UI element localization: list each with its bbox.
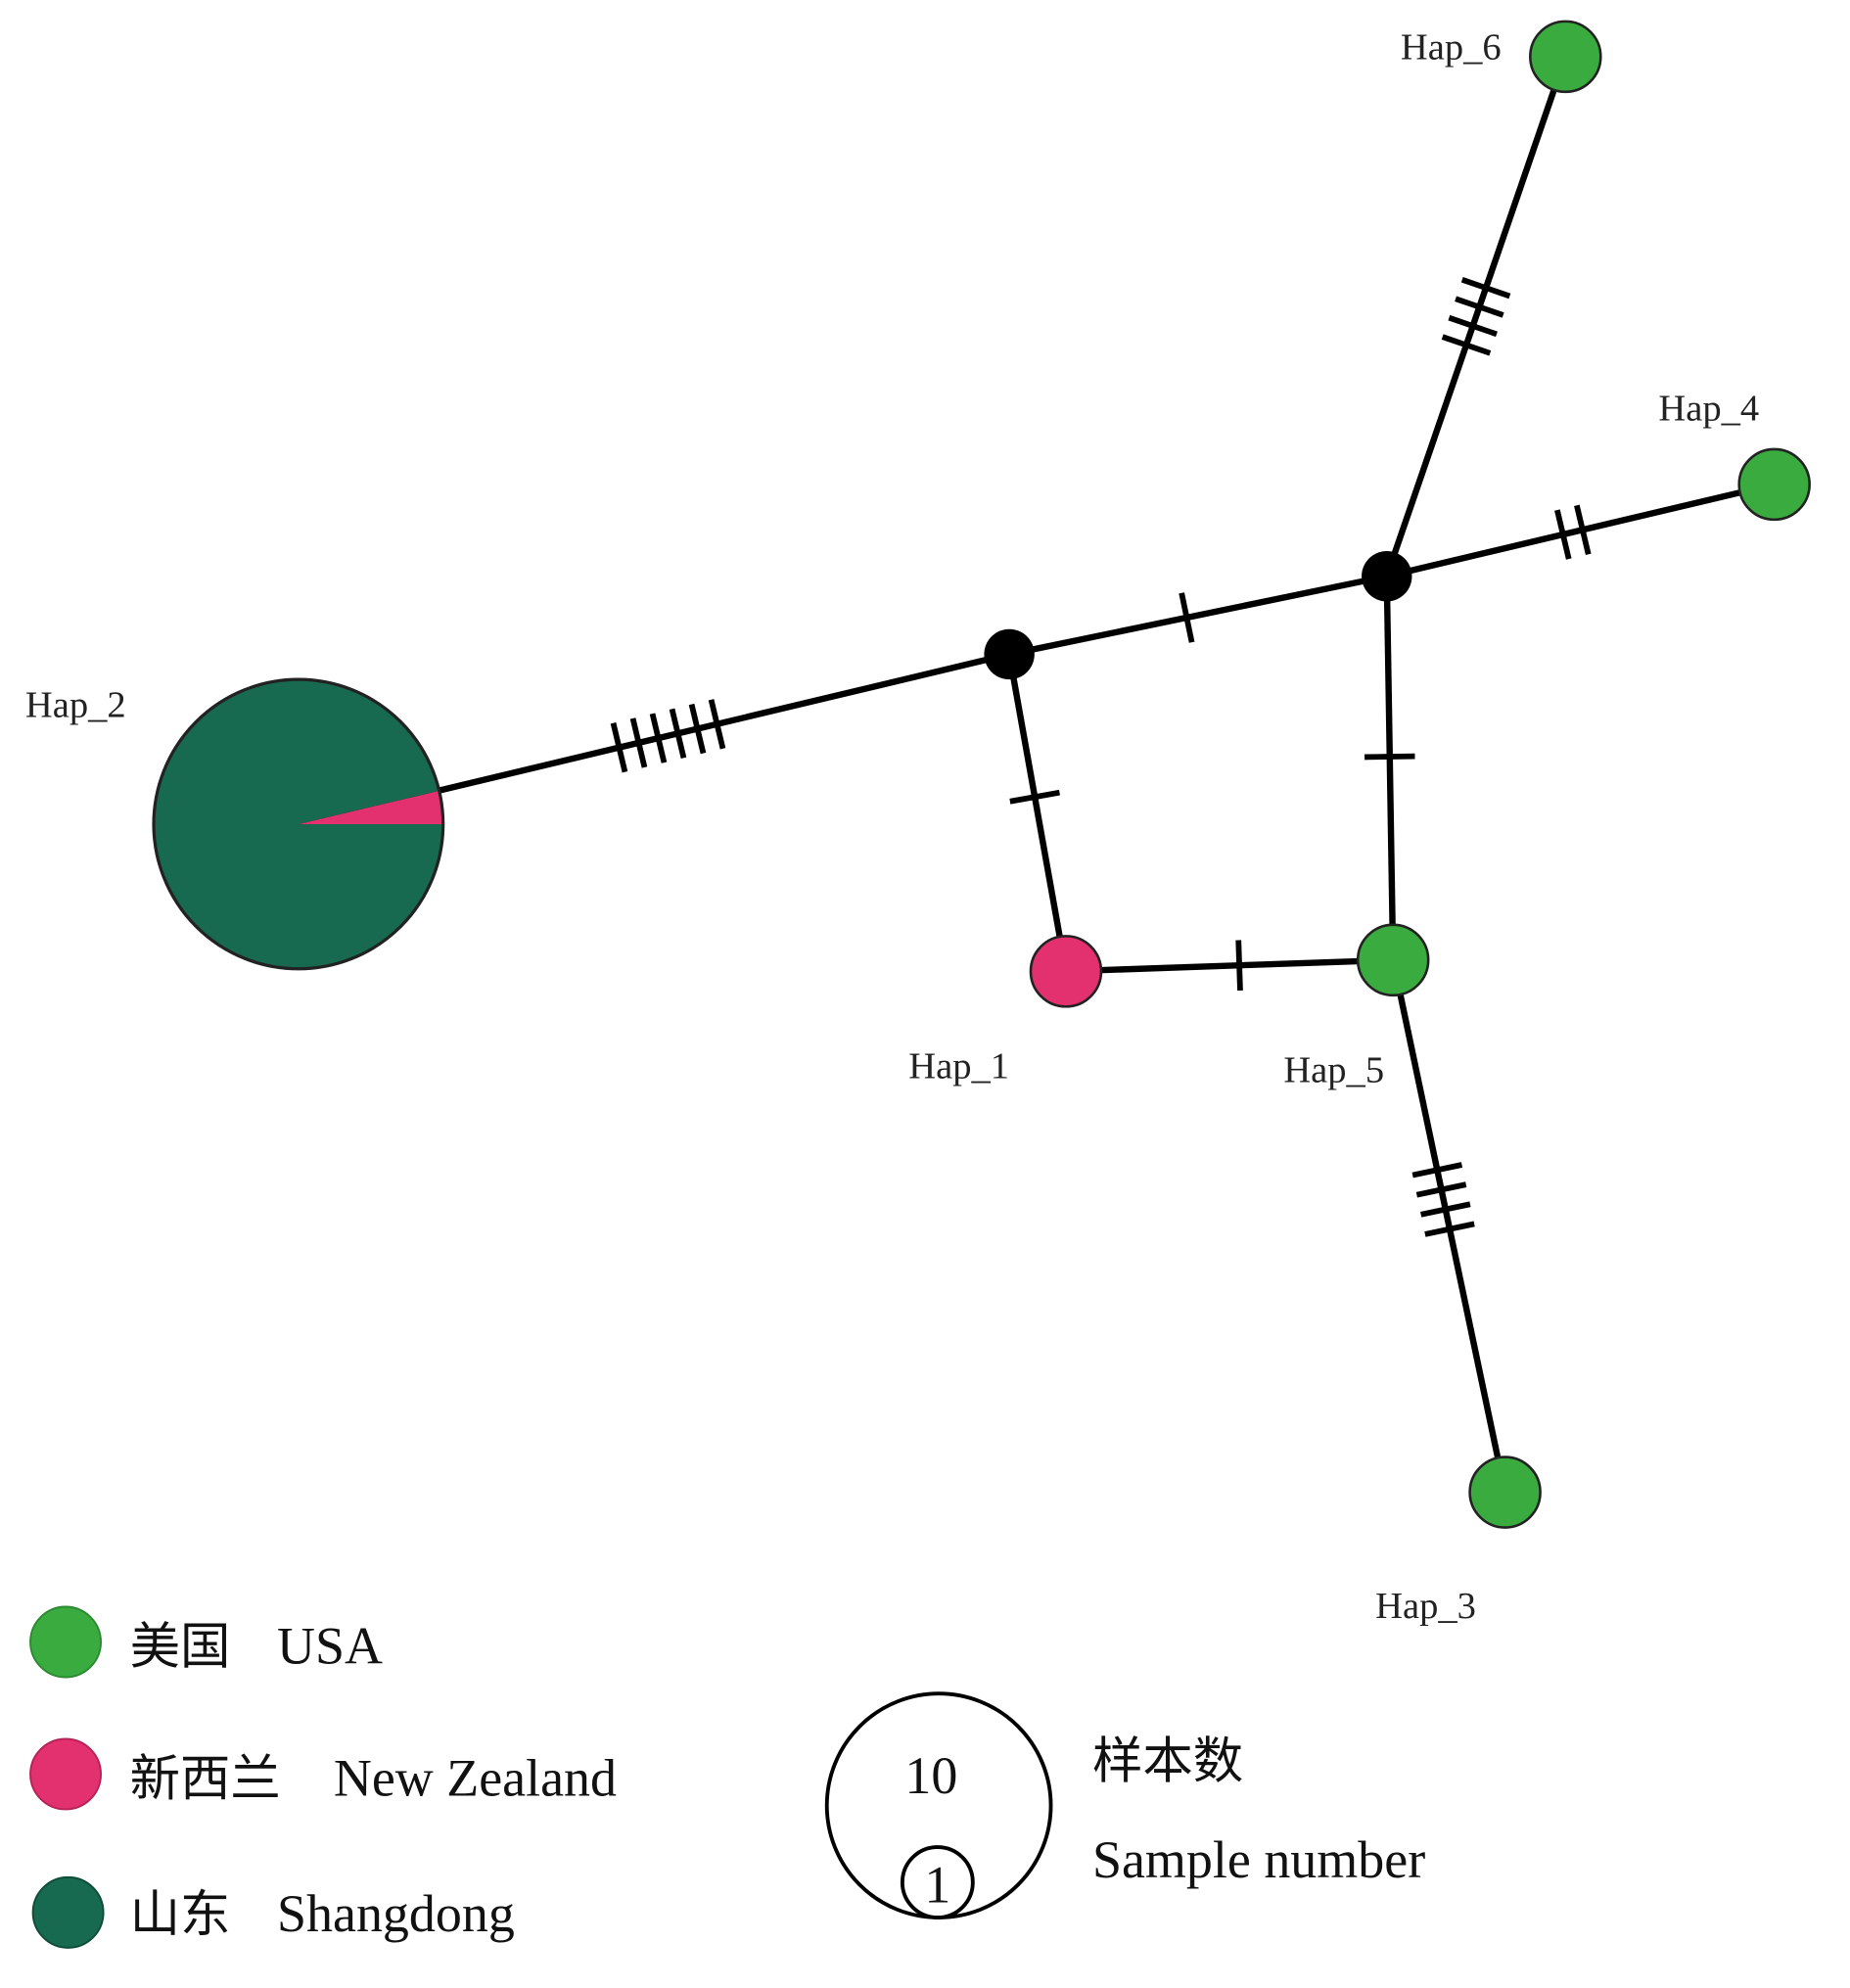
node-label-Hap_1: Hap_1 — [908, 1046, 1009, 1087]
mutation-tick — [1420, 1201, 1471, 1218]
median-vector-node — [984, 628, 1035, 680]
nodes-layer — [152, 20, 1811, 1529]
mutation-tick — [1364, 753, 1415, 761]
edge-mv2-Hap_6 — [1383, 55, 1569, 578]
legend-label-shangdong-cn: 山东 — [130, 1885, 231, 1944]
mutation-tick — [688, 703, 707, 755]
node-label-Hap_3: Hap_3 — [1375, 1586, 1476, 1627]
size-circle-small — [900, 1845, 975, 1919]
pie-slice-shangdong — [154, 679, 443, 969]
edge-Hap_5-Hap_3 — [1390, 959, 1508, 1494]
legend-populations: 美国 USA 新西兰 New Zealand 山东 Shangdong — [29, 1605, 617, 1949]
edge-Hap_1-Hap_5 — [1065, 956, 1394, 975]
mutation-tick — [610, 721, 628, 773]
edge-mv2-Hap_5 — [1383, 576, 1397, 960]
node-Hap_2 — [152, 677, 445, 971]
legend-label-new-zealand-en: New Zealand — [334, 1748, 617, 1807]
legend-swatch-shangdong — [31, 1875, 105, 1949]
node-Hap_4 — [1737, 447, 1811, 522]
node-label-Hap_5: Hap_5 — [1283, 1049, 1384, 1090]
size-large-value: 10 — [904, 1746, 957, 1805]
mutation-tick — [629, 717, 648, 768]
legend-label-usa-en: USA — [277, 1616, 383, 1675]
mutation-tick — [1411, 1162, 1463, 1179]
mutation-tick — [1179, 592, 1195, 643]
edge-mv1-mv2 — [1008, 573, 1388, 658]
node-Hap_3 — [1468, 1456, 1542, 1529]
pie-slice-new-zealand — [298, 790, 443, 824]
legend-label-new-zealand-cn: 新西兰 — [130, 1749, 281, 1808]
mutation-tick — [1554, 509, 1572, 560]
mutation-tick — [1574, 504, 1592, 556]
edge-mv1-Hap_1 — [1005, 653, 1070, 972]
legend-swatch-new-zealand — [29, 1737, 102, 1811]
mutation-tick — [708, 699, 726, 750]
node-label-Hap_4: Hap_4 — [1658, 388, 1759, 429]
size-legend-title-en: Sample number — [1092, 1830, 1425, 1889]
node-Hap_5 — [1356, 923, 1430, 997]
node-label-Hap_6: Hap_6 — [1401, 26, 1502, 68]
node-label-Hap_2: Hap_2 — [25, 685, 126, 726]
node-outline — [152, 677, 445, 971]
size-small-value: 1 — [924, 1856, 950, 1915]
legend-swatch-usa — [29, 1605, 102, 1679]
mutation-tick — [649, 713, 668, 763]
node-Hap_1 — [1029, 935, 1103, 1008]
mutation-tick — [1441, 334, 1492, 356]
mutation-tick — [1009, 789, 1060, 805]
mutation-tick — [1455, 296, 1504, 318]
node-Hap_6 — [1529, 20, 1602, 94]
mutation-tick — [669, 708, 687, 760]
mutation-tick — [1235, 940, 1243, 992]
median-vector-node — [1362, 551, 1412, 602]
legend-label-shangdong-en: Shangdong — [277, 1884, 515, 1943]
legend-size-scale: 10 1 样本数 Sample number — [824, 1691, 1425, 1919]
mutation-tick — [1424, 1221, 1475, 1237]
edges-layer — [298, 55, 1776, 1494]
mutation-tick — [1415, 1181, 1467, 1198]
size-legend-title-cn: 样本数 — [1092, 1732, 1243, 1790]
legend-label-usa-cn: 美国 — [130, 1617, 231, 1676]
mutation-tick — [1448, 314, 1498, 338]
mutation-tick — [1460, 277, 1511, 300]
